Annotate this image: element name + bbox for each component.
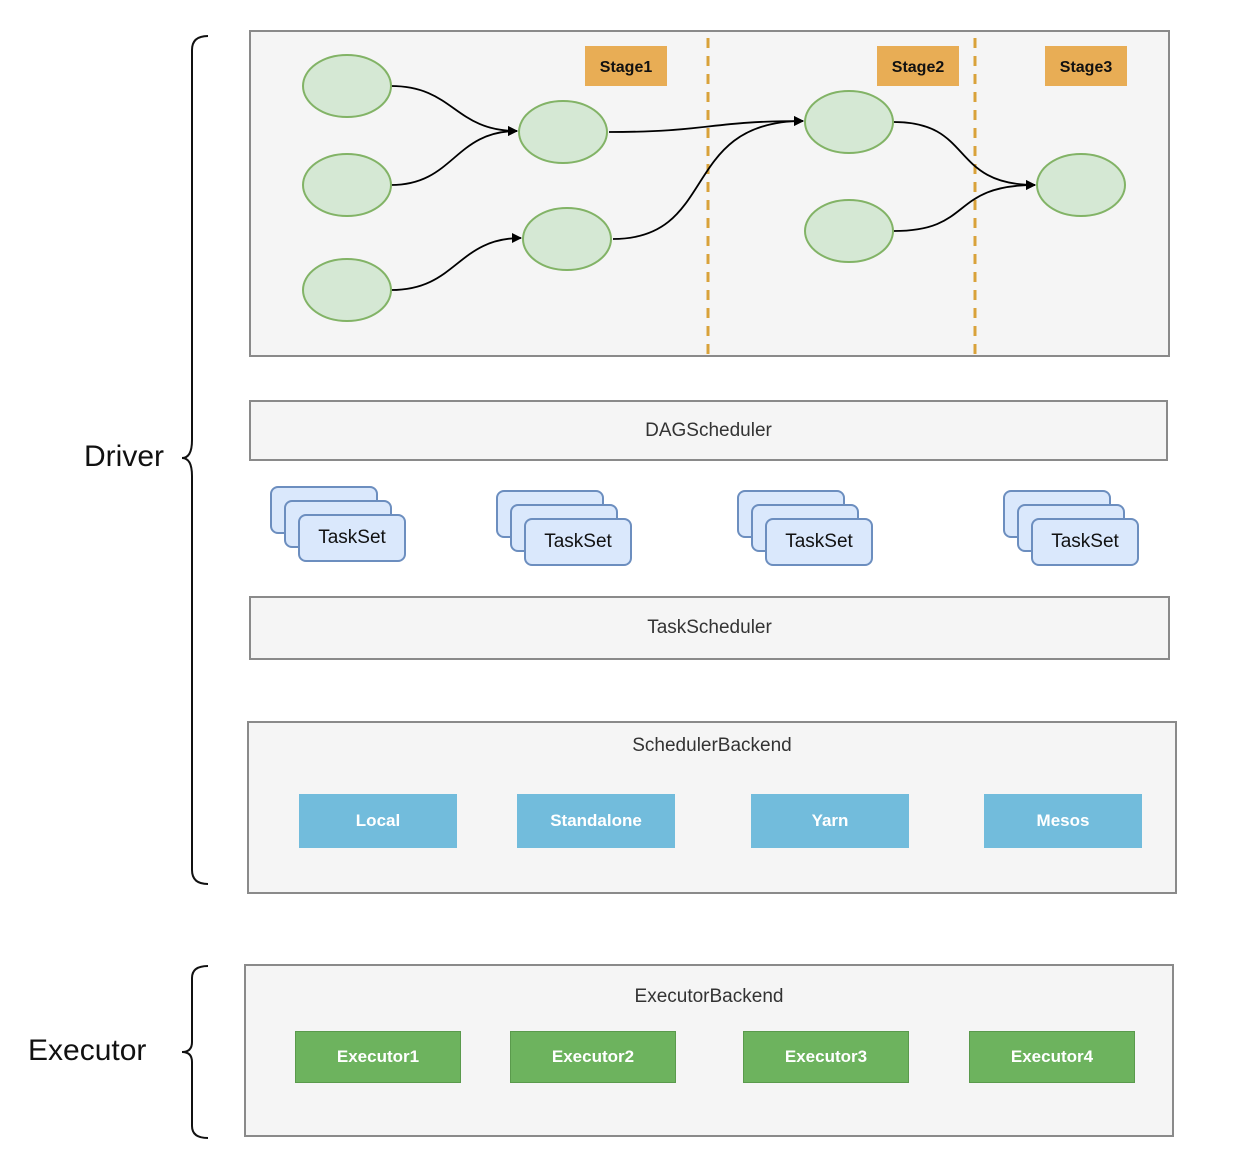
- rdd-node-g: [804, 199, 894, 263]
- task-scheduler-label: TaskScheduler: [647, 617, 772, 638]
- edge-c-e: [390, 233, 522, 291]
- driver-label: Driver: [84, 440, 164, 473]
- stage-badge-2-label: Stage2: [892, 59, 945, 76]
- executor-1: Executor1: [295, 1031, 461, 1083]
- rdd-node-d: [518, 100, 608, 164]
- edge-e-f: [612, 116, 804, 240]
- taskset-card-front: TaskSet: [765, 518, 873, 566]
- edge-f-h: [893, 121, 1036, 190]
- taskset-label: TaskSet: [544, 531, 612, 552]
- executor-backend-panel: ExecutorBackend Executor1 Executor2 Exec…: [244, 964, 1174, 1137]
- scheduler-backend-title: SchedulerBackend: [632, 735, 792, 756]
- dag-scheduler-bar: DAGScheduler: [249, 400, 1168, 461]
- taskset-group-4: TaskSet: [1003, 490, 1139, 566]
- executor-2: Executor2: [510, 1031, 676, 1083]
- taskset-card-front: TaskSet: [524, 518, 632, 566]
- stage-badge-1: Stage1: [585, 46, 667, 86]
- dag-panel: [249, 30, 1170, 357]
- executor-4: Executor4: [969, 1031, 1135, 1083]
- executor-label: Executor2: [551, 1047, 635, 1066]
- driver-brace: [181, 35, 209, 885]
- stage-badge-3-label: Stage3: [1060, 59, 1113, 76]
- edge-g-h: [893, 180, 1036, 232]
- stage-badge-2: Stage2: [877, 46, 959, 86]
- scheduler-backend-panel: SchedulerBackend Local Standalone Yarn M…: [247, 721, 1177, 894]
- rdd-node-b: [302, 153, 392, 217]
- rdd-node-e: [522, 207, 612, 271]
- taskset-card-front: TaskSet: [1031, 518, 1139, 566]
- taskset-label: TaskSet: [318, 527, 386, 548]
- taskset-label: TaskSet: [785, 531, 853, 552]
- executor-label: Executor4: [1010, 1047, 1094, 1066]
- executor-label: Executor: [28, 1034, 147, 1067]
- rdd-node-f: [804, 90, 894, 154]
- taskset-card-front: TaskSet: [298, 514, 406, 562]
- backend-local: Local: [299, 794, 457, 848]
- backend-label: Yarn: [811, 811, 849, 830]
- backend-label: Mesos: [1036, 811, 1090, 830]
- stage-badge-3: Stage3: [1045, 46, 1127, 86]
- backend-standalone: Standalone: [517, 794, 675, 848]
- taskset-group-2: TaskSet: [496, 490, 632, 566]
- stage-badge-1-label: Stage1: [600, 59, 653, 76]
- backend-yarn: Yarn: [751, 794, 909, 848]
- dag-diagram: Stage1 Stage2 Stage3: [302, 38, 1127, 355]
- taskset-label: TaskSet: [1051, 531, 1119, 552]
- rdd-node-a: [302, 54, 392, 118]
- backend-mesos: Mesos: [984, 794, 1142, 848]
- backend-label: Local: [355, 811, 401, 830]
- dag-scheduler-label: DAGScheduler: [645, 419, 772, 441]
- task-scheduler-bar: TaskScheduler: [249, 596, 1170, 660]
- executor-3: Executor3: [743, 1031, 909, 1083]
- executor-label: Executor3: [784, 1047, 868, 1066]
- edge-a-d: [390, 85, 518, 136]
- taskset-group-1: TaskSet: [270, 486, 406, 562]
- rdd-node-h: [1036, 153, 1126, 217]
- taskset-group-3: TaskSet: [737, 490, 873, 566]
- executor-brace: [181, 965, 209, 1139]
- rdd-node-c: [302, 258, 392, 322]
- executor-label: Executor1: [336, 1047, 420, 1066]
- backend-label: Standalone: [550, 811, 642, 830]
- edge-d-f: [608, 116, 804, 133]
- executor-backend-title: ExecutorBackend: [634, 986, 784, 1007]
- edge-b-d: [390, 126, 518, 186]
